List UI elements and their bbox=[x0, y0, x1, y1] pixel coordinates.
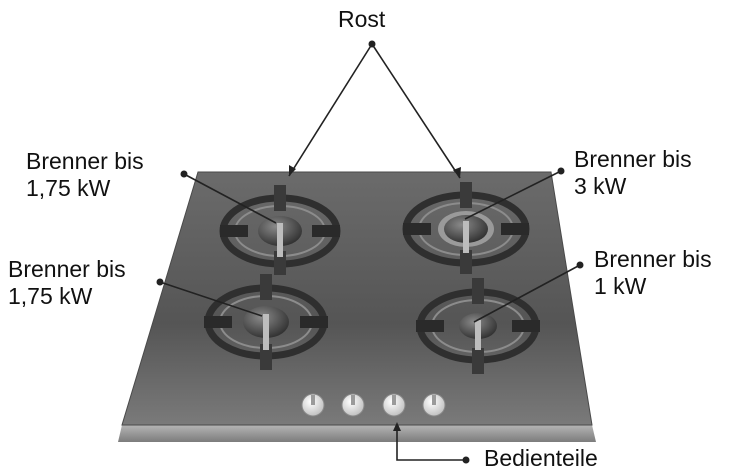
hob-front-edge bbox=[118, 425, 596, 442]
hob-top bbox=[121, 171, 593, 426]
label-burner-top-right-line1: Brenner bis bbox=[574, 146, 692, 172]
leader-burner-top-right bbox=[464, 170, 562, 220]
label-controls-text: Bedienteile bbox=[484, 445, 598, 471]
burner-bottom-right[interactable] bbox=[416, 278, 540, 374]
leader-grate-left bbox=[288, 43, 373, 177]
control-knobs bbox=[301, 393, 446, 417]
label-burner-bottom-left-line1: Brenner bis bbox=[8, 256, 126, 282]
burner-top-right[interactable] bbox=[402, 182, 530, 274]
label-burner-top-right-line2: 3 kW bbox=[574, 173, 627, 199]
label-burner-bottom-left: Brenner bis 1,75 kW bbox=[8, 256, 126, 310]
label-burner-bottom-right-line1: Brenner bis bbox=[594, 246, 712, 272]
label-burner-top-left-line1: Brenner bis bbox=[26, 148, 144, 174]
burner-bottom-left[interactable] bbox=[204, 274, 328, 370]
burner-top-left[interactable] bbox=[219, 185, 341, 275]
label-burner-bottom-left-line2: 1,75 kW bbox=[8, 283, 93, 309]
label-burner-top-left: Brenner bis 1,75 kW bbox=[26, 148, 144, 202]
label-burner-top-left-line2: 1,75 kW bbox=[26, 175, 111, 201]
label-burner-bottom-right-line2: 1 kW bbox=[594, 273, 647, 299]
label-grate-text: Rost bbox=[338, 6, 386, 32]
leader-controls bbox=[396, 425, 466, 461]
label-grate: Rost bbox=[338, 6, 385, 33]
leader-lines bbox=[156, 40, 584, 464]
label-controls: Bedienteile bbox=[484, 445, 598, 472]
leader-grate-right bbox=[371, 43, 461, 179]
knob-3[interactable] bbox=[382, 393, 406, 417]
knob-1[interactable] bbox=[301, 393, 325, 417]
leader-burner-top-left bbox=[183, 173, 277, 224]
label-burner-top-right: Brenner bis 3 kW bbox=[574, 146, 692, 200]
knob-4[interactable] bbox=[422, 393, 446, 417]
leader-burner-bottom-left bbox=[159, 281, 263, 317]
label-burner-bottom-right: Brenner bis 1 kW bbox=[594, 246, 712, 300]
knob-2[interactable] bbox=[341, 393, 365, 417]
leader-burner-bottom-right bbox=[473, 264, 581, 323]
